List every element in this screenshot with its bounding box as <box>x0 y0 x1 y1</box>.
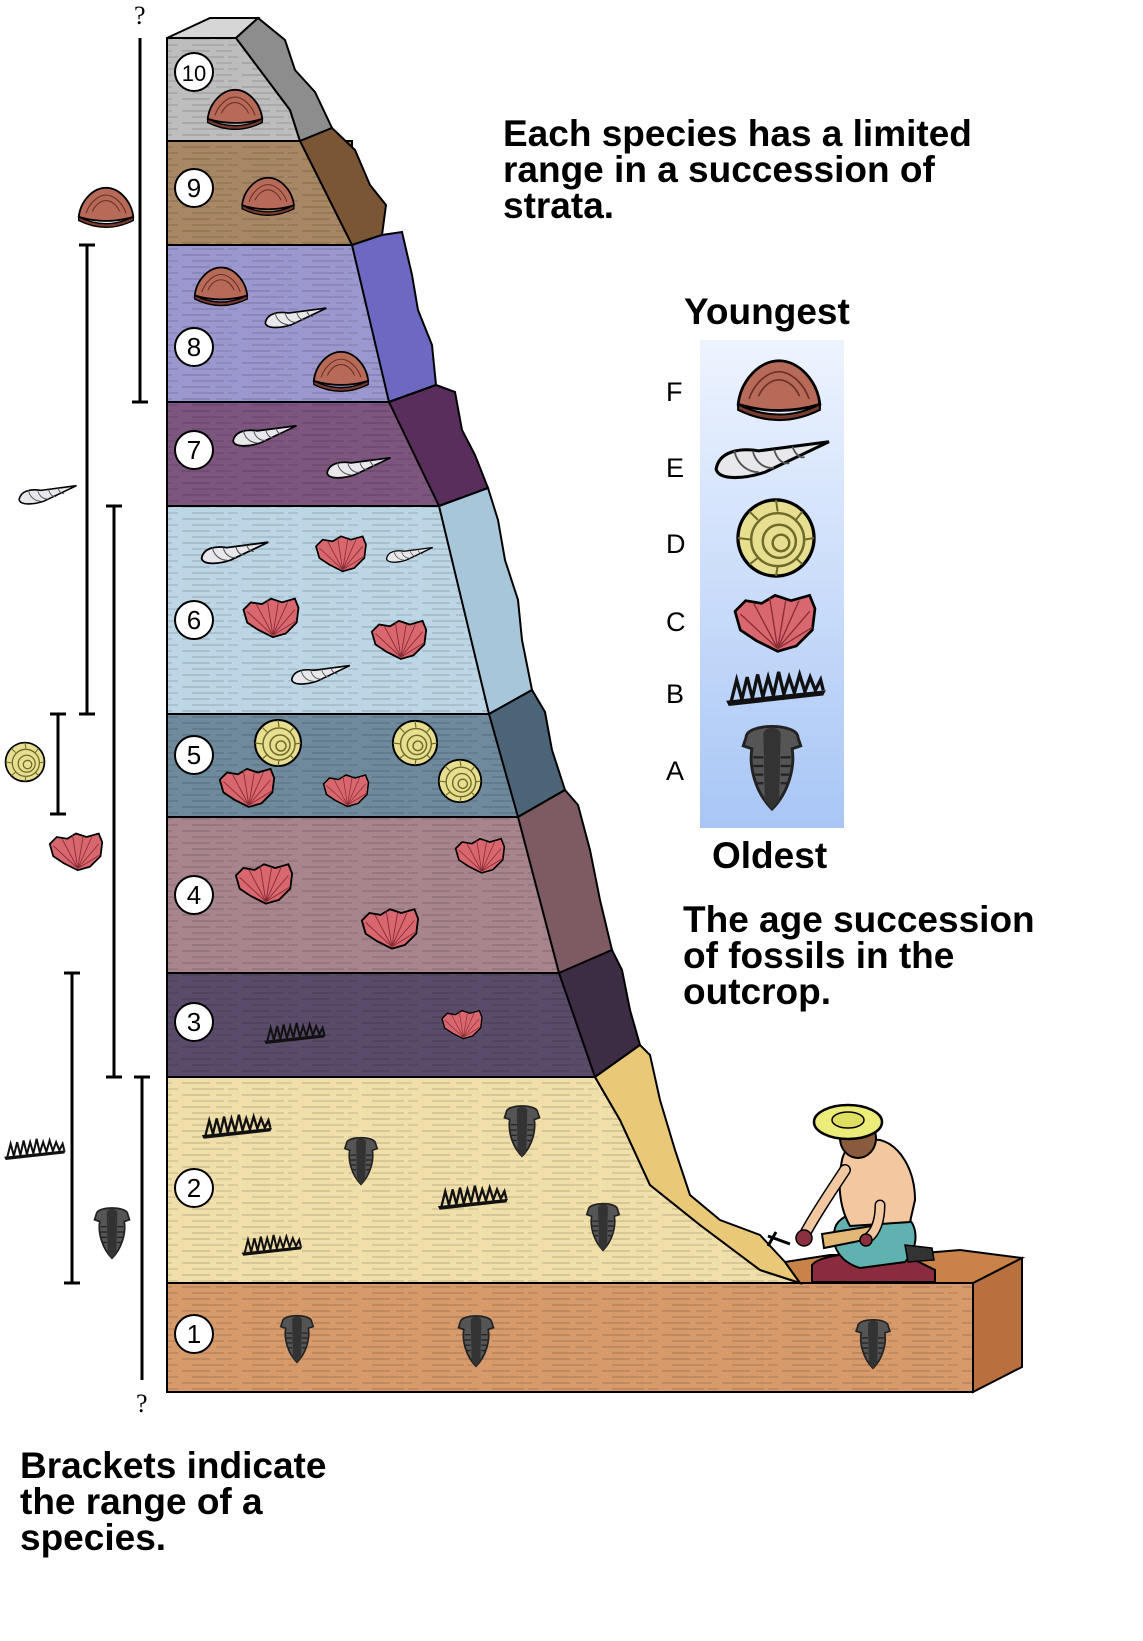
layer-number-circle <box>174 875 214 915</box>
legend-letters: F E D C B A <box>666 377 686 786</box>
legend-letter-a: A <box>666 756 684 786</box>
top-caption-line-2: range in a succession of <box>503 149 935 190</box>
middle-caption-line-1: The age succession <box>683 899 1035 940</box>
layer-number: 6 <box>187 605 201 635</box>
layer-number: 5 <box>187 740 201 770</box>
layer-number-circle <box>174 52 214 92</box>
question-mark-bottom: ? <box>136 1389 148 1418</box>
legend-letter-c: C <box>666 607 686 637</box>
layer-number-circle <box>174 600 214 640</box>
crinoid-icon <box>3 1137 67 1162</box>
question-mark-top: ? <box>134 1 146 30</box>
layer-number: 10 <box>182 61 206 86</box>
layer-number: 3 <box>187 1007 201 1037</box>
layer-number-circle <box>174 327 214 367</box>
bottom-caption-line-3: species. <box>20 1517 166 1558</box>
scallop-icon <box>48 832 104 872</box>
ammonite-icon <box>4 741 46 783</box>
youngest-label: Youngest <box>684 291 850 332</box>
layer-number-circle <box>174 1002 214 1042</box>
layer-number: 7 <box>187 435 201 465</box>
cliff-face <box>234 16 1026 1285</box>
bracket-e <box>79 243 95 716</box>
bottom-caption-line-1: Brackets indicate <box>20 1445 326 1486</box>
legend-letter-b: B <box>666 679 684 709</box>
layer-number-circle <box>174 1168 214 1208</box>
legend-panel <box>700 340 844 828</box>
bottom-caption-line-2: the range of a <box>20 1481 263 1522</box>
layer-3 <box>166 972 596 1078</box>
bracket-b <box>64 971 80 1285</box>
layer-number-circle <box>174 735 214 775</box>
bracket-c <box>106 504 122 1079</box>
layer-number-circle <box>174 168 214 208</box>
bracket-f <box>132 38 148 404</box>
layer-number: 8 <box>187 332 201 362</box>
ammonite-fossil <box>254 719 302 767</box>
legend-letter-e: E <box>666 453 684 483</box>
snail-icon <box>17 483 79 506</box>
top-caption-line-1: Each species has a limited <box>503 113 972 154</box>
captions: Each species has a limited range in a su… <box>20 113 1035 1558</box>
ammonite-fossil <box>437 758 483 804</box>
top-caption-line-3: strata. <box>503 185 614 226</box>
bracket-a <box>134 1075 150 1380</box>
trilobite-icon <box>93 1206 131 1260</box>
legend-letter-d: D <box>666 529 686 559</box>
layer-number: 2 <box>187 1173 201 1203</box>
oldest-label: Oldest <box>712 835 827 876</box>
layer-number: 9 <box>187 173 201 203</box>
legend-letter-f: F <box>666 377 683 407</box>
clam-icon <box>77 186 135 229</box>
legend-ammonite-icon <box>736 498 816 578</box>
bracket-d <box>50 712 66 816</box>
strata-column <box>166 16 1026 1394</box>
middle-caption-line-3: outcrop. <box>683 971 831 1012</box>
range-brackets <box>50 38 150 1380</box>
layer-number-circle <box>174 1314 214 1354</box>
layer-6 <box>166 505 490 715</box>
ammonite-fossil <box>391 719 439 767</box>
geologist-figure <box>766 1103 936 1283</box>
layer-number-labels: 1 2 3 4 5 6 7 8 9 10 <box>174 52 214 1354</box>
middle-caption-line-2: of fossils in the <box>683 935 954 976</box>
layer-number: 4 <box>187 880 201 910</box>
layer-number: 1 <box>187 1319 201 1349</box>
layer-number-circle <box>174 430 214 470</box>
